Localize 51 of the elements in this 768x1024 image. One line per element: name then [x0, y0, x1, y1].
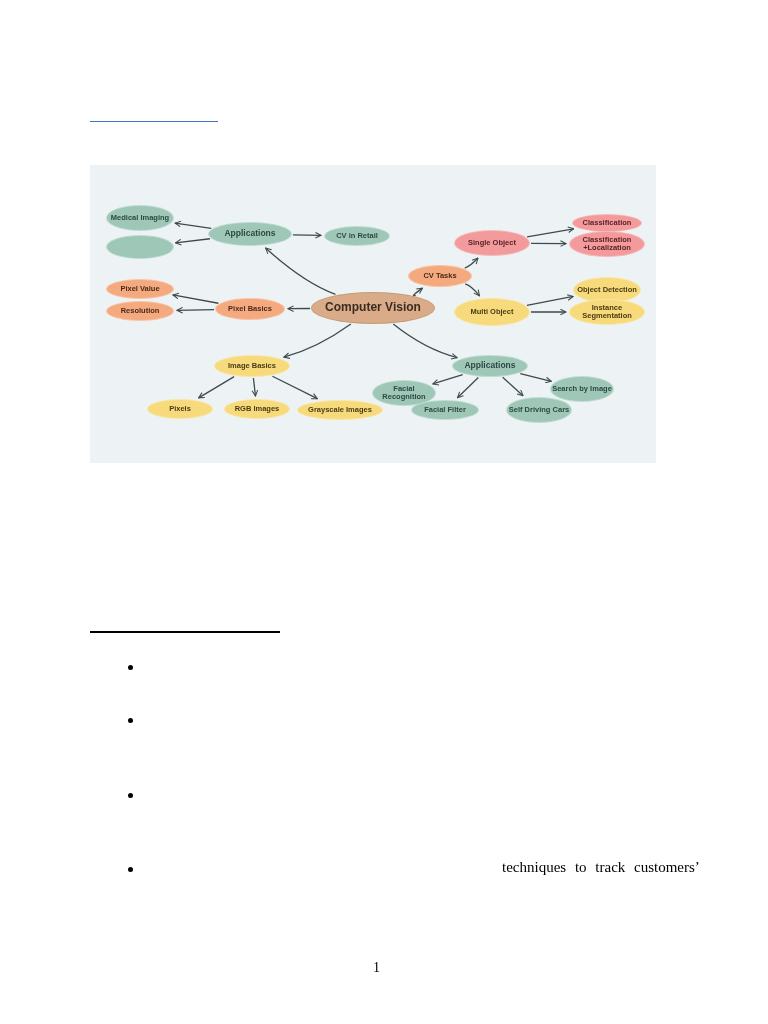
- ellipse-node: [551, 377, 613, 401]
- ellipse-node: [573, 215, 641, 231]
- ellipse-shape: [107, 236, 173, 258]
- arrow: [198, 376, 235, 399]
- ellipse-node: [570, 300, 644, 324]
- ellipse-node: [215, 356, 289, 376]
- ellipse-node: [325, 227, 389, 245]
- node-label: Applications: [464, 361, 516, 371]
- arrow: [464, 257, 479, 269]
- body-text: techniques to track customers’: [502, 859, 700, 876]
- ellipse-node: [455, 299, 529, 325]
- ellipse-node: [216, 299, 284, 319]
- ellipse-node: [412, 401, 478, 419]
- node-label: Applications: [224, 229, 276, 239]
- arrow: [264, 247, 337, 295]
- arrow: [174, 220, 212, 229]
- arrow: [526, 226, 575, 238]
- page-number: 1: [373, 960, 380, 976]
- ellipse-node: [107, 280, 173, 298]
- arrow: [174, 238, 211, 246]
- arrow: [456, 376, 479, 399]
- arrow: [502, 376, 524, 397]
- arrow: [287, 305, 311, 312]
- arrow: [412, 287, 424, 297]
- ellipse-node: [570, 232, 644, 256]
- ellipse-node: [507, 398, 571, 422]
- arrow: [464, 283, 481, 297]
- ellipse-node: [574, 278, 640, 302]
- ellipse-node: [453, 356, 527, 376]
- arrow: [176, 306, 215, 314]
- arrow: [530, 240, 567, 247]
- ellipse-node: [107, 206, 173, 230]
- ellipse-node: [455, 231, 529, 255]
- ellipse-node: [107, 302, 173, 320]
- arrow: [172, 292, 220, 304]
- ellipse-node: [409, 266, 471, 286]
- arrow: [392, 323, 458, 360]
- arrow: [271, 375, 318, 400]
- ellipse-node: [373, 381, 435, 405]
- ellipse-node: [148, 400, 212, 418]
- arrow: [251, 377, 259, 397]
- arrow: [526, 294, 574, 306]
- ellipse-node: [209, 223, 291, 245]
- arrow: [519, 372, 552, 384]
- node-label: Computer Vision: [325, 301, 421, 315]
- ellipse-node: [298, 401, 382, 419]
- ellipse-node: [225, 400, 289, 418]
- arrow: [432, 373, 464, 386]
- arrow: [283, 323, 352, 359]
- arrow: [292, 231, 322, 239]
- arrow: [530, 308, 567, 316]
